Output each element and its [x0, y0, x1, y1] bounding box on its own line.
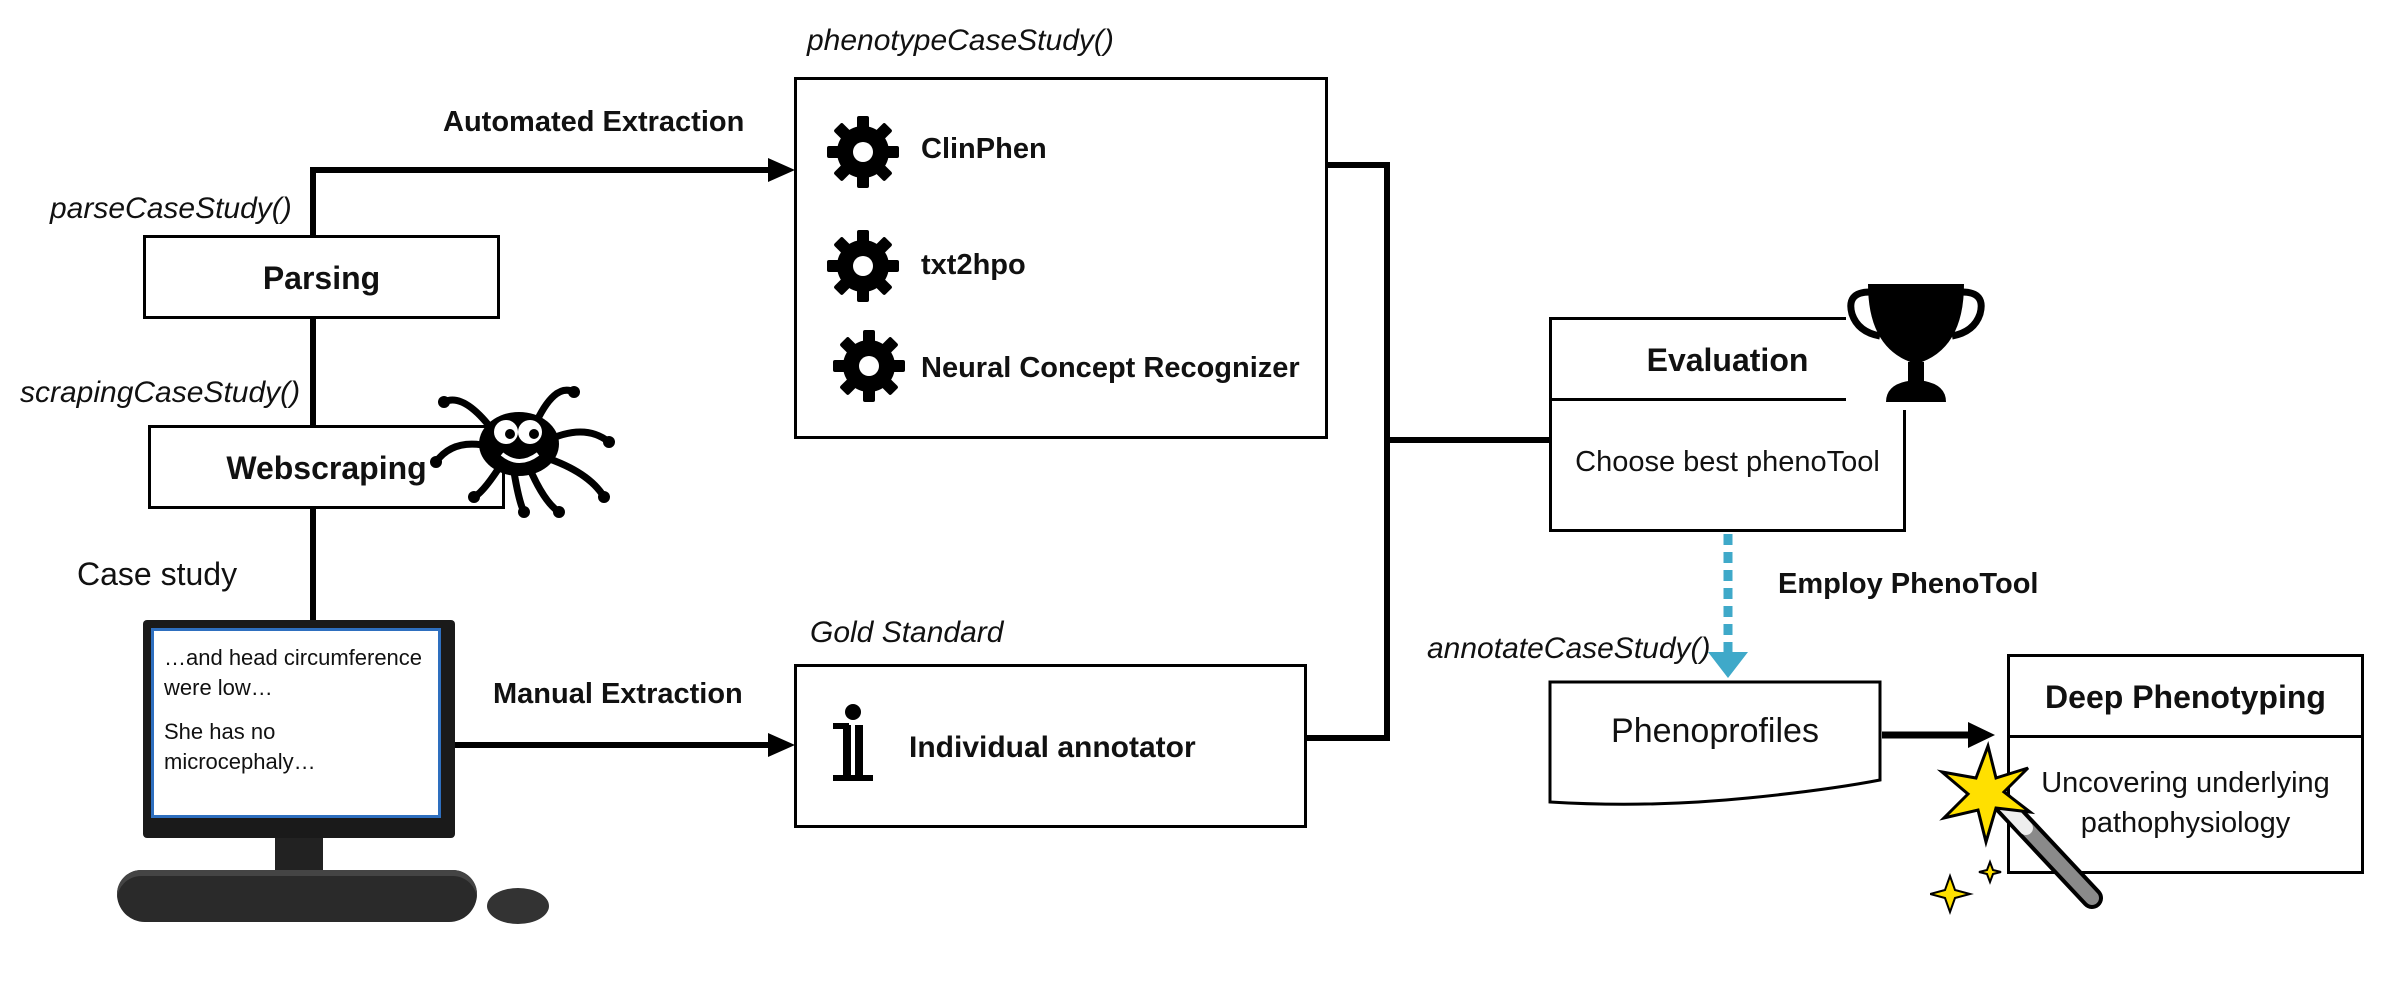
computer-icon: …and head circumference were low… She ha… — [115, 618, 555, 938]
phenoprofiles-label: Phenoprofiles — [1611, 712, 1819, 750]
tools-box: ClinPhen txt2hpo Neural Concept Recogn — [794, 77, 1328, 439]
evaluation-divider — [1552, 398, 1903, 401]
manual-arrowhead — [768, 733, 795, 757]
deep-divider — [2010, 735, 2361, 738]
monitor: …and head circumference were low… She ha… — [143, 620, 455, 838]
gear-icon — [833, 330, 905, 402]
annotate-function-label: annotateCaseStudy() — [1427, 632, 1711, 665]
parsing-box: Parsing — [143, 235, 500, 319]
deep-phenotyping-title: Deep Phenotyping — [2045, 679, 2326, 715]
case-study-label: Case study — [77, 556, 238, 592]
monitor-screen: …and head circumference were low… She ha… — [151, 628, 441, 818]
magic-wand-icon — [1930, 740, 2103, 915]
automated-arrowhead — [768, 158, 795, 182]
annotator-label: Individual annotator — [909, 731, 1196, 764]
spider-icon — [430, 386, 615, 518]
screen-line-3: She has no microcephaly… — [164, 719, 316, 774]
pheno-to-deep-arrowhead — [1968, 722, 1995, 748]
deep-desc-line-1: Uncovering underlying — [2041, 767, 2330, 799]
deep-desc-line-2: pathophysiology — [2080, 807, 2291, 839]
gold-standard-label: Gold Standard — [810, 616, 1004, 649]
tool-ncr: Neural Concept Recognizer — [921, 352, 1300, 384]
trophy-icon — [1846, 280, 1986, 410]
tool-txt2hpo: txt2hpo — [921, 249, 1026, 281]
employ-phenotool-label: Employ PhenoTool — [1778, 568, 2039, 600]
webscraping-title: Webscraping — [226, 450, 427, 486]
mouse — [487, 888, 549, 924]
info-icon — [833, 704, 873, 781]
phenotype-function-label: phenotypeCaseStudy() — [807, 24, 1114, 57]
screen-line-1: …and head circumference — [164, 645, 423, 670]
parse-function-label: parseCaseStudy() — [50, 192, 292, 225]
automated-arrow — [310, 167, 768, 173]
evaluation-desc: Choose best phenoTool — [1575, 446, 1880, 478]
tool-clinphen: ClinPhen — [921, 133, 1047, 165]
monitor-stand — [275, 838, 323, 874]
manual-extraction-label: Manual Extraction — [493, 678, 743, 710]
merge-bracket — [1307, 162, 1390, 741]
gear-icon — [827, 116, 899, 188]
phenoprofiles-box — [1548, 680, 1882, 806]
parsing-title: Parsing — [262, 260, 381, 296]
keyboard — [117, 870, 477, 922]
automated-extraction-label: Automated Extraction — [443, 106, 745, 138]
annotator-box: Individual annotator — [794, 664, 1307, 828]
evaluation-title: Evaluation — [1646, 342, 1809, 378]
scraping-function-label: scrapingCaseStudy() — [20, 376, 301, 409]
gear-icon — [827, 230, 899, 302]
deep-phenotyping-box: Deep Phenotyping Uncovering underlying p… — [2007, 654, 2364, 874]
screen-line-2: were low… — [164, 675, 273, 700]
employ-arrowhead — [1708, 652, 1748, 678]
